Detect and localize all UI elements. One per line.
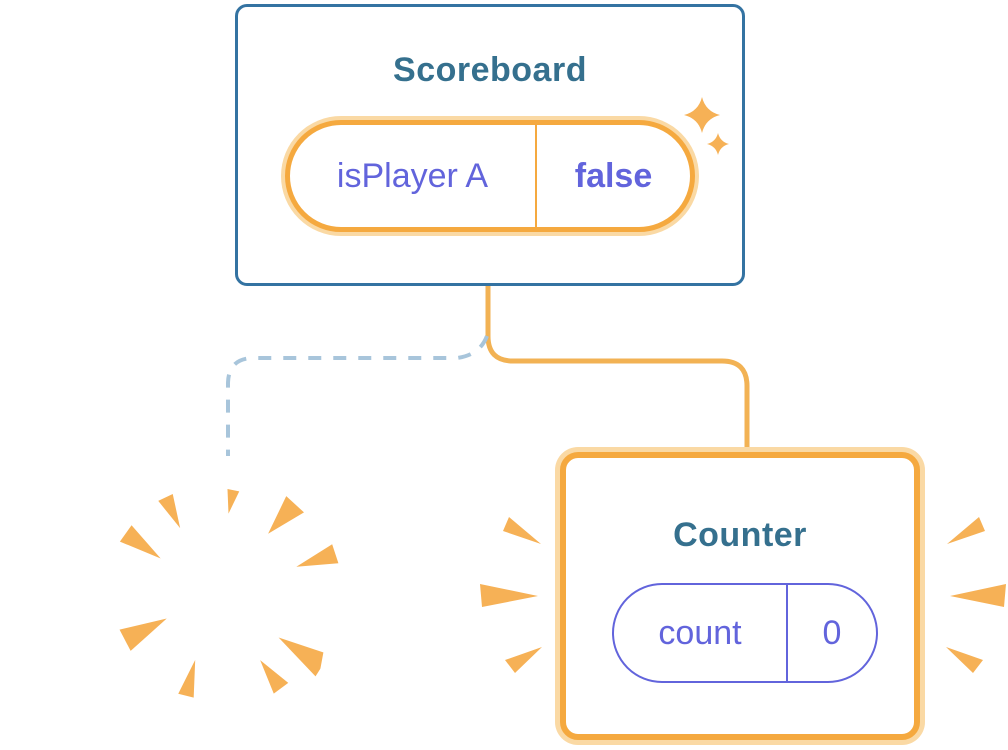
scoreboard-state-pill: isPlayer A false — [285, 120, 695, 232]
scoreboard-to-destroyed-dashed-connector — [226, 335, 489, 456]
pill-divider — [535, 125, 537, 227]
emphasis-mark-icon — [505, 647, 542, 673]
emphasis-mark-icon — [503, 517, 541, 544]
burst-spike — [178, 659, 196, 698]
counter-title: Counter — [673, 516, 807, 554]
scoreboard-state-key: isPlayer A — [336, 156, 489, 195]
burst-spike — [260, 660, 289, 694]
emphasis-mark-icon — [947, 517, 985, 544]
emphasis-mark-icon — [950, 584, 1006, 607]
emphasis-mark-icon — [946, 647, 983, 673]
counter-component-card: Counter count 0 — [560, 452, 920, 740]
burst-spike — [278, 637, 330, 677]
burst-spike — [119, 618, 167, 651]
burst-spike — [296, 544, 339, 567]
scoreboard-state-value: false — [574, 156, 653, 195]
emphasis-mark-icon — [480, 584, 538, 607]
destroyed-component-card — [72, 459, 352, 731]
counter-state-value: 0 — [822, 613, 842, 652]
scoreboard-title: Scoreboard — [393, 51, 587, 89]
scoreboard-component-card: Scoreboard isPlayer A false — [235, 4, 745, 286]
burst-icon — [119, 488, 339, 698]
counter-state-pill: count 0 — [612, 583, 878, 683]
burst-spike — [268, 496, 304, 534]
burst-spike — [158, 494, 181, 529]
burst-spike — [119, 525, 161, 559]
pill-divider — [786, 585, 788, 681]
burst-spike — [227, 488, 240, 514]
scoreboard-to-counter-connector — [485, 283, 750, 460]
counter-state-key: count — [658, 613, 742, 652]
